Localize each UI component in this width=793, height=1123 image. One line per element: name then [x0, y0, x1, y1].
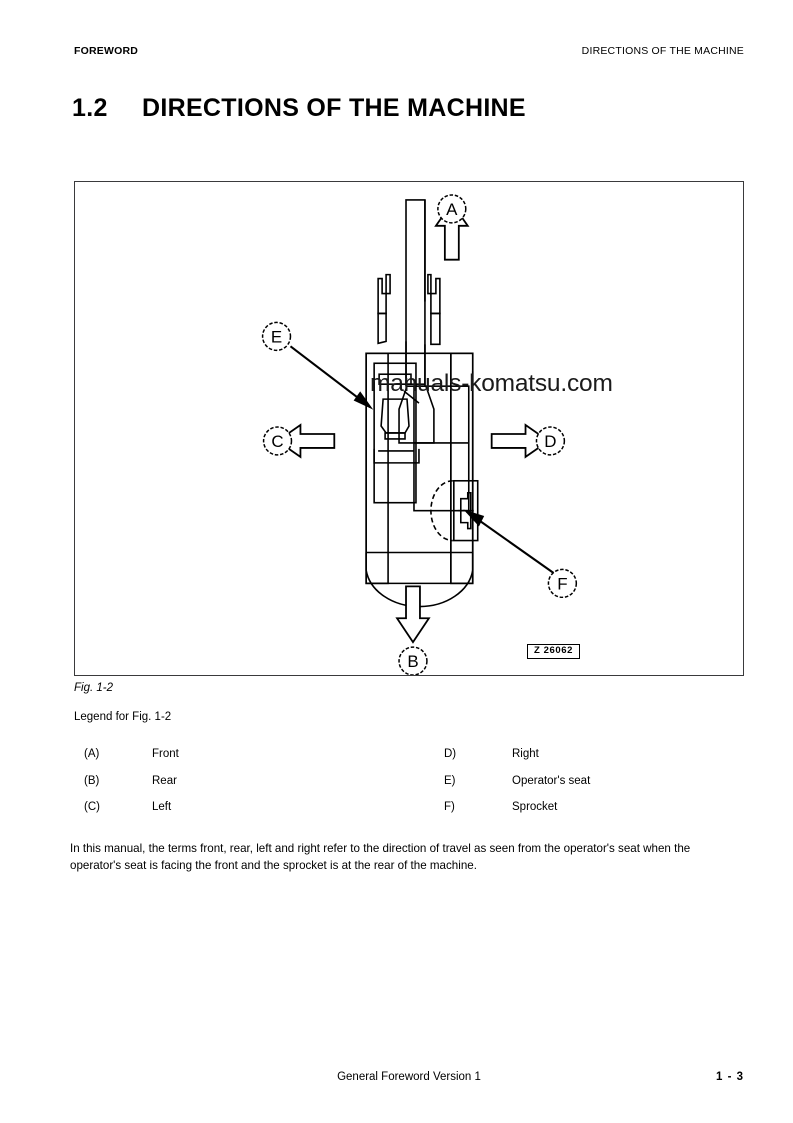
sprocket-teeth [459, 491, 472, 530]
legend-item: (B) Rear [84, 775, 179, 802]
direction-arrow-down [395, 585, 431, 644]
cab-window [378, 373, 412, 385]
figure-caption: Fig. 1-2 [74, 682, 113, 694]
page-title: 1.2 DIRECTIONS OF THE MACHINE [72, 94, 526, 123]
legend-item: (C) Left [84, 801, 179, 828]
leader-arrowhead-e [353, 391, 374, 410]
legend-key: (C) [84, 801, 100, 813]
bucket-tooth-right [427, 273, 441, 315]
header-section-label: FOREWORD [74, 45, 139, 57]
direction-arrow-up [434, 201, 470, 261]
legend-key: (B) [84, 774, 100, 787]
header-chapter-label: DIRECTIONS OF THE MACHINE [581, 45, 744, 57]
direction-arrow-right [490, 423, 551, 459]
leader-arrowhead-f [463, 509, 485, 527]
boom-foot [398, 385, 435, 444]
machine-top-view-diagram [275, 199, 559, 644]
leader-line-f [466, 510, 559, 578]
legend-value: Front [152, 748, 179, 760]
machine-body-outline [365, 352, 474, 585]
section-number: 1.2 [72, 94, 108, 122]
legend-item: D) Right [444, 748, 590, 775]
legend-value: Rear [152, 774, 177, 787]
running-header: FOREWORD DIRECTIONS OF THE MACHINE [74, 45, 744, 63]
engine-hood [413, 385, 470, 512]
section-title-text: DIRECTIONS OF THE MACHINE [142, 94, 526, 122]
operator-seat [380, 398, 410, 434]
legend-item: E) Operator's seat [444, 775, 590, 802]
page-number: 1 - 3 [715, 1071, 744, 1083]
footer-document-title: General Foreword Version 1 [337, 1071, 481, 1083]
bucket-tooth-left [377, 273, 391, 315]
drawing-id-plate: Z 26062 [527, 644, 581, 660]
sprocket-housing [453, 479, 479, 542]
legend-value: Left [152, 801, 172, 813]
page-footer: General Foreword Version 1 1 - 3 [74, 1071, 744, 1089]
legend-column-left: (A) Front (B) Rear (C) Left [84, 748, 179, 828]
legend-key: D) [444, 748, 457, 760]
legend-item: F) Sprocket [444, 801, 590, 828]
arm-shaft [405, 199, 426, 385]
track-left [365, 352, 389, 585]
legend-value: Sprocket [512, 801, 558, 813]
operator-cab [373, 362, 417, 504]
legend-key: F) [444, 801, 455, 813]
body-paragraph: In this manual, the terms front, rear, l… [70, 842, 691, 872]
legend-column-right: D) Right E) Operator's seat F) Sprocket [444, 748, 590, 828]
sprocket-circle [430, 479, 453, 542]
legend-heading: Legend for Fig. 1-2 [74, 711, 172, 723]
legend-key: E) [444, 774, 456, 787]
direction-arrow-left [275, 423, 336, 459]
legend-item: (A) Front [84, 748, 179, 775]
legend-value: Right [512, 748, 539, 760]
legend-key: (A) [84, 748, 100, 760]
legend-value: Operator's seat [512, 774, 591, 787]
figure-frame: A B C D E F manuals-komatsu.com Z 26062 [74, 181, 744, 676]
